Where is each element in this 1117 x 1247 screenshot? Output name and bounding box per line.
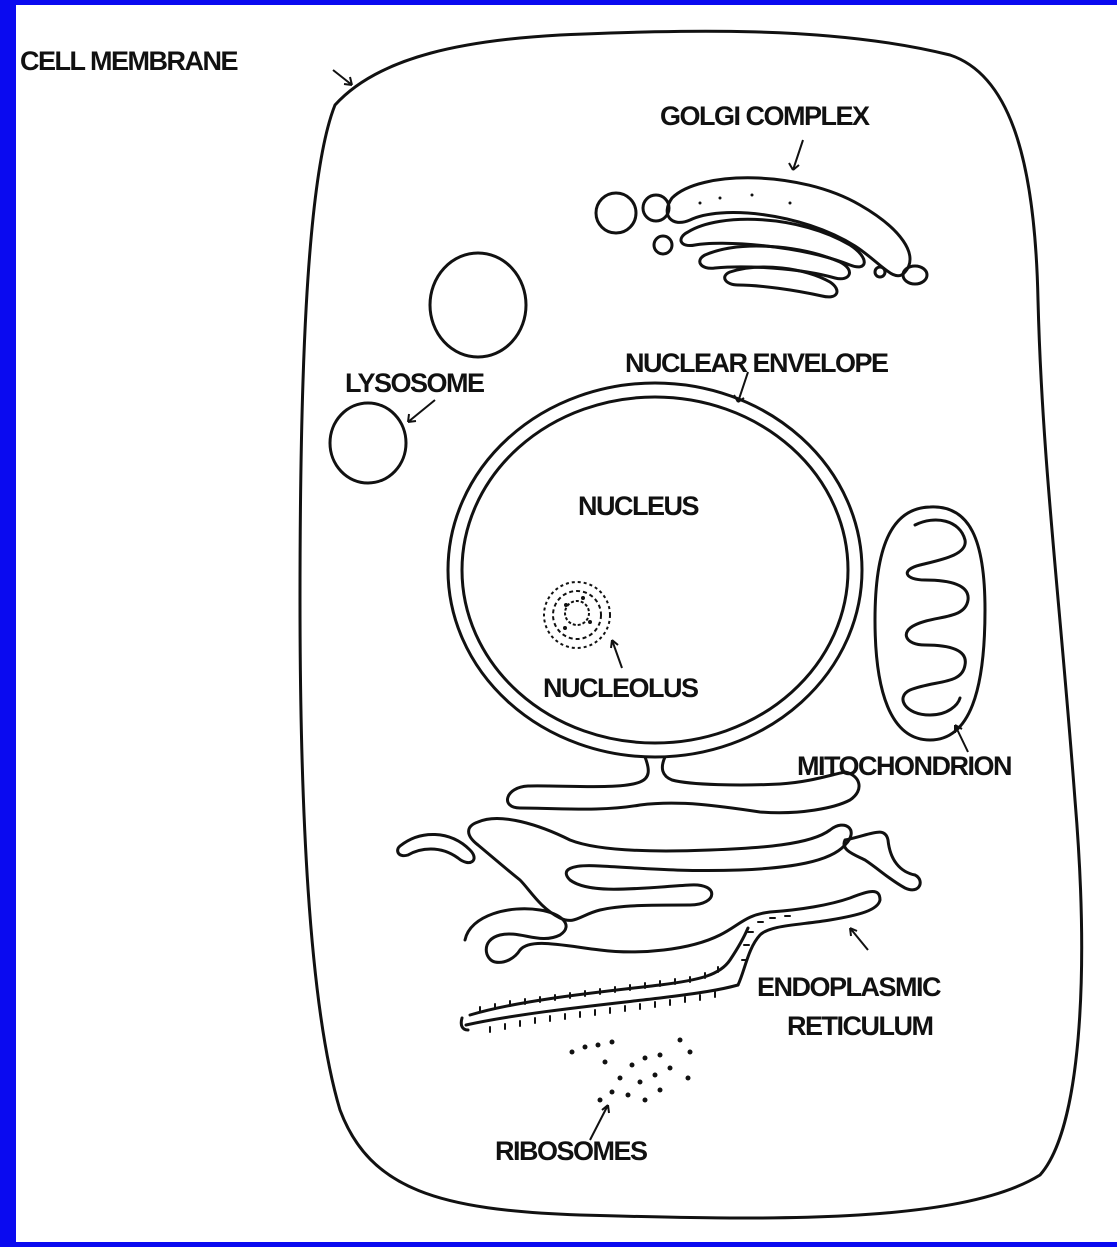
label-mitochondrion: MITOCHONDRION xyxy=(797,751,1011,781)
mitochondrion xyxy=(875,507,985,740)
lysosome-upper xyxy=(430,253,526,357)
label-reticulum: RETICULUM xyxy=(787,1011,932,1041)
label-nucleolus: NUCLEOLUS xyxy=(543,673,698,703)
label-cell-membrane: CELL MEMBRANE xyxy=(20,46,237,76)
label-nucleus: NUCLEUS xyxy=(578,491,698,521)
golgi-complex xyxy=(596,178,927,297)
label-endoplasmic: ENDOPLASMIC xyxy=(757,972,941,1002)
nucleolus xyxy=(544,582,610,648)
diagram-canvas: CELL MEMBRANE GOLGI COMPLEX LYSOSOME NUC… xyxy=(16,5,1117,1242)
label-lysosome: LYSOSOME xyxy=(345,368,484,398)
lysosome-lower xyxy=(330,403,406,483)
label-nuclear-envelope: NUCLEAR ENVELOPE xyxy=(625,348,888,378)
label-golgi-complex: GOLGI COMPLEX xyxy=(660,101,870,131)
ribosomes xyxy=(570,1038,693,1103)
cell-membrane xyxy=(300,31,1082,1218)
label-ribosomes: RIBOSOMES xyxy=(495,1136,647,1166)
cell-diagram: CELL MEMBRANE GOLGI COMPLEX LYSOSOME NUC… xyxy=(16,5,1117,1242)
